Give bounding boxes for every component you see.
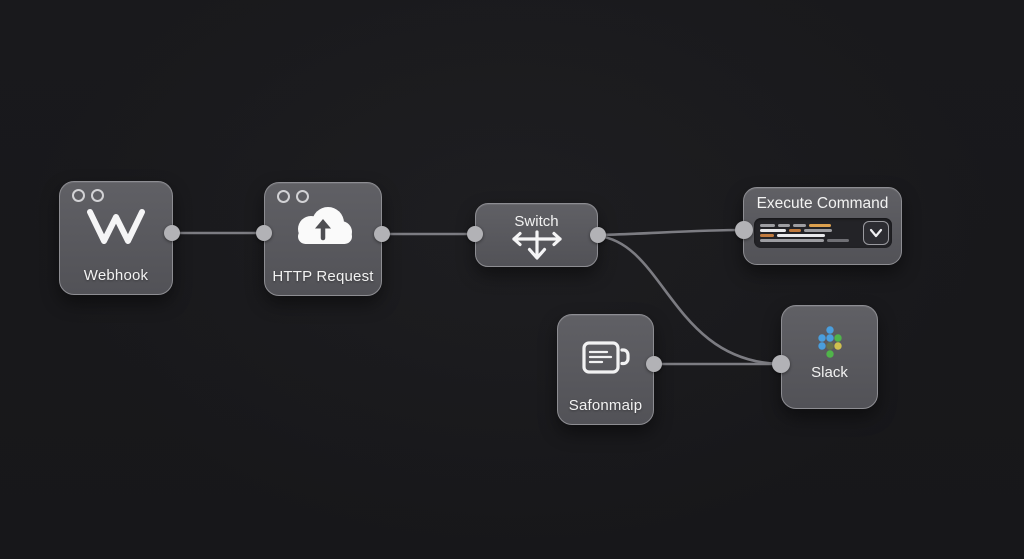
port-switch-input[interactable] [467,226,483,242]
ring-icon [91,189,104,202]
cloud-upload-icon [265,183,381,269]
node-safonmaip[interactable]: Safonmaip [557,314,654,425]
port-webhook-output[interactable] [164,225,180,241]
node-label: Slack [811,364,848,381]
port-http-input[interactable] [256,225,272,241]
port-switch-output[interactable] [590,227,606,243]
chevron-down-icon [869,228,883,238]
command-preview-row [760,229,858,232]
command-preview-segment [778,224,790,227]
node-switch[interactable]: Switch [475,203,598,267]
switch-arrows-icon [476,230,597,262]
command-preview-row [760,239,858,242]
node-corner-rings [72,189,104,202]
message-card-icon [558,315,653,398]
command-preview-segment [804,229,832,232]
port-http-output[interactable] [374,226,390,242]
command-output-preview [754,218,892,248]
slack-dots-icon [817,326,842,358]
edge-switch-to-execute [597,228,745,237]
command-preview-segment [827,239,849,242]
command-preview-segment [777,234,825,237]
command-preview-segment [760,229,786,232]
node-label: Switch [514,213,559,230]
command-preview-segment [789,229,801,232]
port-execute-command-input[interactable] [735,221,753,239]
node-http-request[interactable]: HTTP Request [264,182,382,296]
port-slack-input[interactable] [772,355,790,373]
node-label: Webhook [83,267,149,284]
node-corner-rings [277,190,309,203]
node-label: Execute Command [756,195,889,212]
expand-preview-button[interactable] [863,221,889,245]
ring-icon [296,190,309,203]
node-label: HTTP Request [272,268,374,285]
ring-icon [277,190,290,203]
command-preview-segment [760,224,775,227]
node-webhook[interactable]: Webhook [59,181,173,295]
ring-icon [72,189,85,202]
node-label: Safonmaip [568,397,643,414]
command-preview-lines [760,224,863,242]
edge-switch-to-slack [597,234,782,366]
command-preview-segment [760,239,824,242]
command-preview-segment [793,224,806,227]
command-preview-segment [809,224,831,227]
command-preview-row [760,224,858,227]
webhook-w-icon [60,182,172,268]
node-slack[interactable]: Slack [781,305,878,409]
port-safonmaip-output[interactable] [646,356,662,372]
command-preview-segment [760,234,774,237]
command-preview-row [760,234,858,237]
node-execute-command[interactable]: Execute Command [743,187,902,265]
